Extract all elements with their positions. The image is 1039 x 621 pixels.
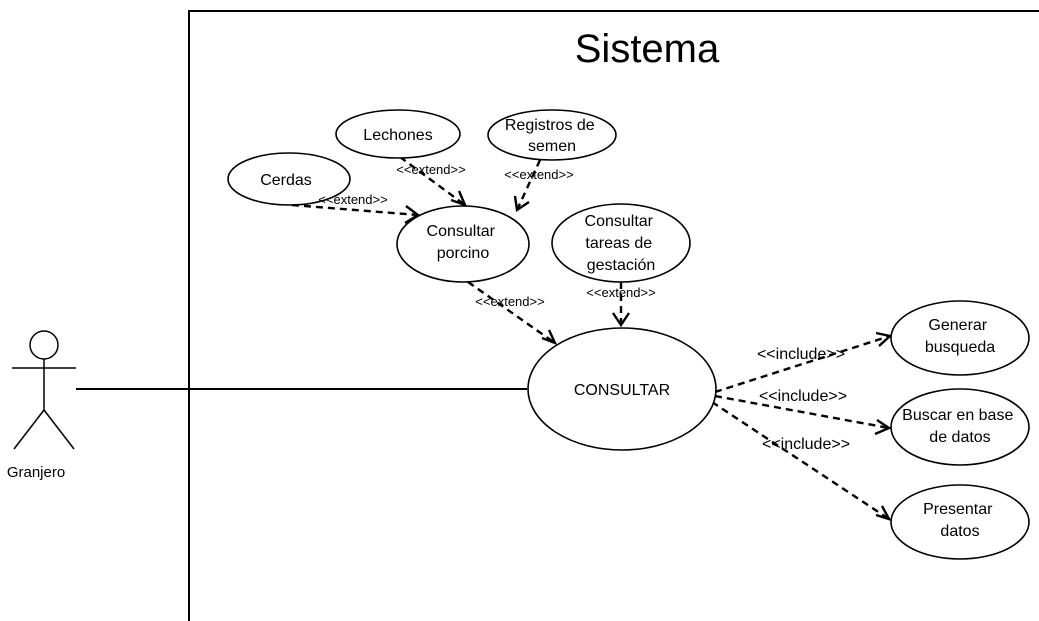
relation-line [714, 334, 891, 394]
relation-line [399, 156, 466, 206]
use-case-label: Consultar porcino [427, 223, 500, 262]
use-case-label: Buscar en base de datos [902, 407, 1018, 446]
stereotype-label-generar: <<include>> [757, 346, 845, 363]
relation-gestacion-consultar [612, 282, 630, 328]
use-case-shape [335, 109, 461, 159]
actor-head [29, 330, 59, 360]
use-case-generar-busqueda[interactable]: Generar busqueda [890, 300, 1030, 376]
relation-line [711, 400, 890, 521]
use-case-label: Consultar tareas de gestación [585, 213, 658, 274]
relation-consultar-presentar [711, 400, 892, 522]
relation-line [467, 281, 556, 344]
use-case-label: Presentar datos [923, 501, 997, 540]
system-boundary [188, 10, 1039, 621]
arrow-head [513, 195, 530, 213]
use-case-label: Generar busqueda [925, 317, 995, 356]
stereotype-label-cerdas: <<extend>> [318, 192, 387, 207]
relation-line [291, 203, 419, 217]
stereotype-label-registros: <<extend>> [504, 167, 573, 182]
actor-left-leg [13, 409, 45, 450]
stereotype-label-presentar: <<include>> [762, 436, 850, 453]
use-case-cerdas[interactable]: Cerdas [227, 152, 351, 206]
actor-right-leg [43, 409, 75, 450]
relation-line [515, 159, 542, 211]
arrow-head [875, 505, 892, 522]
use-case-lechones[interactable]: Lechones [335, 109, 461, 159]
stereotype-label-buscar: <<include>> [759, 388, 847, 405]
stereotype-label-gestacion: <<extend>> [586, 285, 655, 300]
actor-granjero[interactable]: Granjero [7, 330, 76, 481]
use-case-shape [890, 484, 1030, 560]
stereotype-label-porcino: <<extend>> [475, 294, 544, 309]
use-case-buscar-base-datos[interactable]: Buscar en base de datos [890, 388, 1030, 466]
arrow-head [450, 190, 468, 208]
use-case-consultar-tareas-gestacion[interactable]: Consultar tareas de gestación [551, 203, 691, 283]
stereotype-label-lechones: <<extend>> [396, 162, 465, 177]
use-case-registros-semen[interactable]: Registros de semen [487, 109, 617, 161]
use-case-label: CONSULTAR [574, 382, 670, 399]
use-case-shape [527, 327, 717, 451]
relation-registros-porcino [513, 159, 542, 213]
use-case-label: Cerdas [260, 172, 312, 189]
arrow-head [541, 329, 558, 346]
use-case-presentar-datos[interactable]: Presentar datos [890, 484, 1030, 560]
use-case-shape [890, 388, 1030, 466]
arrow-head [612, 312, 630, 328]
use-case-consultar-porcino[interactable]: Consultar porcino [396, 205, 530, 283]
relation-line [714, 394, 890, 430]
system-title: Sistema [575, 27, 720, 71]
arrow-head [875, 331, 893, 347]
relation-consultar-generar [714, 331, 893, 394]
use-case-label: Registros de semen [505, 117, 599, 155]
use-case-shape [227, 152, 351, 206]
relation-cerdas-porcino [291, 203, 421, 225]
use-case-shape [396, 205, 530, 283]
actor-label: Granjero [7, 464, 65, 481]
arrow-head [404, 205, 421, 225]
use-case-consultar[interactable]: CONSULTAR [527, 327, 717, 451]
use-case-label: Lechones [363, 127, 432, 144]
arrow-head [874, 419, 892, 436]
relation-porcino-consultar [467, 281, 558, 346]
use-case-shape [890, 300, 1030, 376]
use-case-shape [487, 109, 617, 161]
relation-lechones-porcino [399, 156, 468, 208]
use-case-shape [551, 203, 691, 283]
relation-consultar-buscar [714, 394, 892, 436]
